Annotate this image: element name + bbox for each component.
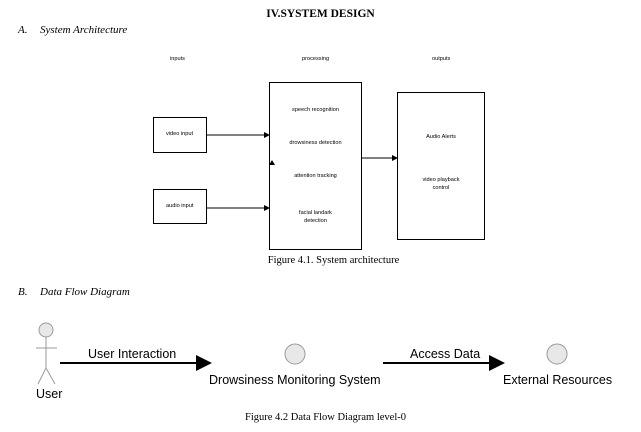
video-input-box: video input (153, 117, 207, 153)
audio-alerts-label: Audio Alerts (426, 134, 456, 140)
drowsiness-detection-label: drowsiness detection (289, 140, 342, 146)
user-actor-icon (36, 322, 57, 385)
external-resources-label: External Resources (503, 373, 613, 387)
figure-4-2-caption: Figure 4.2 Data Flow Diagram level-0 (245, 412, 406, 423)
subsection-b-heading: B. Data Flow Diagram (18, 286, 130, 298)
drowsiness-system-process-icon (284, 343, 306, 365)
subsection-a-letter: A. (18, 24, 28, 36)
subsection-a-title: System Architecture (40, 24, 128, 36)
drowsiness-system-label: Drowsiness Monitoring System (209, 373, 381, 387)
subsection-b-letter: B. (18, 286, 28, 298)
connector-mark (269, 160, 275, 165)
processing-box: speech recognition drowsiness detection … (269, 82, 362, 250)
subsection-a-heading: A. System Architecture (18, 24, 127, 36)
audio-input-box: audio input (153, 189, 207, 224)
subsection-b-title: Data Flow Diagram (40, 286, 130, 298)
external-resources-icon (546, 343, 568, 365)
user-label: User (36, 387, 63, 401)
user-interaction-flow-label: User Interaction (88, 347, 177, 361)
outputs-column-header: outputs (432, 56, 451, 62)
attention-tracking-label: attention tracking (294, 173, 337, 179)
speech-recognition-label: speech recognition (292, 107, 339, 113)
figure-4-1-caption: Figure 4.1. System architecture (267, 255, 400, 266)
video-playback-control-label: video playback control (422, 177, 460, 191)
facial-landmark-detection-label: facial landark detection (299, 210, 332, 224)
processing-column-header: processing (302, 56, 330, 62)
audio-input-label: audio input (166, 203, 194, 209)
outputs-box: Audio Alerts video playback control (397, 92, 485, 240)
video-input-label: video input (166, 131, 194, 137)
section-title: IV.SYSTEM DESIGN (266, 8, 375, 20)
access-data-flow-label: Access Data (410, 347, 481, 361)
inputs-column-header: inputs (170, 56, 185, 62)
